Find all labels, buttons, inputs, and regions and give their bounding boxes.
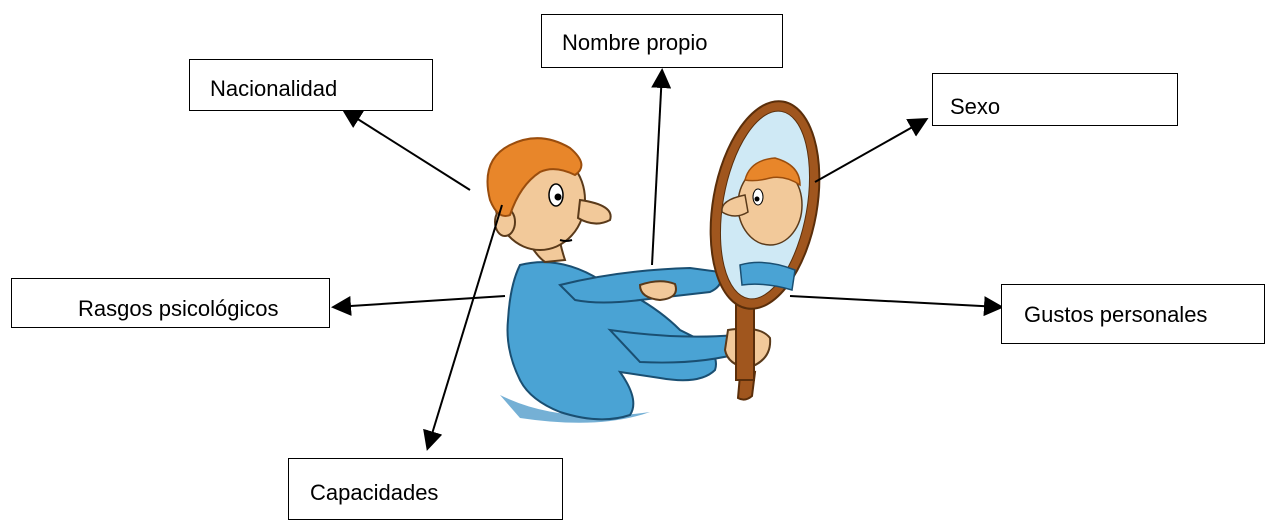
boy-torso — [506, 261, 747, 421]
label-box-nombre-propio: Nombre propio — [541, 14, 783, 68]
label-box-nacionalidad: Nacionalidad — [189, 59, 433, 111]
label-rasgos-psicologicos: Rasgos psicológicos — [78, 296, 279, 321]
label-box-rasgos-psicologicos: Rasgos psicológicos — [11, 278, 330, 328]
arrow-rasgos-psicologicos — [331, 295, 506, 316]
arrow-capacidades — [423, 204, 503, 451]
arrow-gustos-personales — [789, 295, 1004, 317]
arrows — [331, 68, 1004, 451]
boy-head — [486, 137, 612, 264]
arrow-nombre-propio — [651, 68, 672, 266]
label-box-capacidades: Capacidades — [288, 458, 563, 520]
label-nacionalidad: Nacionalidad — [210, 76, 338, 101]
label-nombre-propio: Nombre propio — [562, 30, 708, 55]
label-sexo: Sexo — [950, 94, 1001, 119]
label-box-gustos-personales: Gustos personales — [1001, 284, 1265, 344]
arrow-sexo — [814, 118, 929, 183]
label-box-sexo: Sexo — [932, 73, 1178, 126]
label-capacidades: Capacidades — [310, 480, 439, 505]
arrow-nacionalidad — [341, 108, 471, 191]
mirror — [709, 100, 821, 401]
label-gustos-personales: Gustos personales — [1024, 302, 1208, 327]
